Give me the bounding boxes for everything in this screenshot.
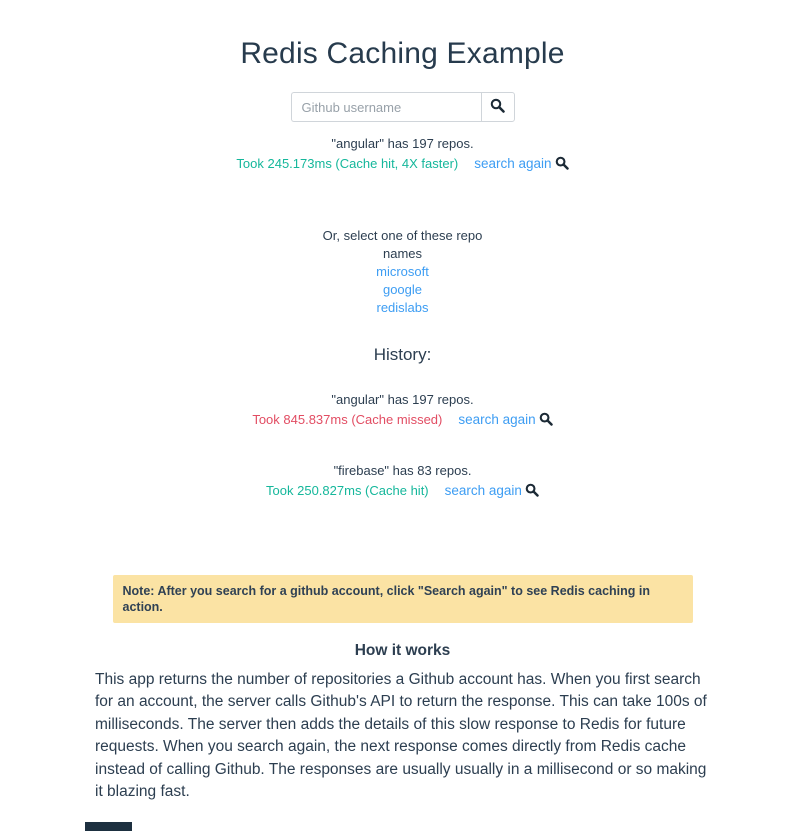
current-search-result: "angular" has 197 repos. Took 245.173ms … [0,135,805,175]
history-heading: History: [373,345,432,364]
result-summary: "firebase" has 83 repos. [333,463,472,478]
search-icon [539,412,553,429]
page-title: Redis Caching Example [240,37,565,70]
search-icon [525,483,539,500]
search-again-link[interactable]: search again [458,412,553,429]
search-button[interactable] [480,92,515,122]
repo-suggestions: Or, select one of these repo names micro… [0,227,805,317]
result-summary: "angular" has 197 repos. [331,136,474,151]
history-item: "angular" has 197 repos. Took 845.837ms … [0,391,805,431]
search-input[interactable] [290,92,481,122]
suggestions-prompt: Or, select one of these repo names [322,228,483,261]
repo-link-google[interactable]: google [382,282,423,297]
search-again-link[interactable]: search again [474,156,569,173]
redis-caching-page: Redis Caching Example "angular" has 197 … [0,36,805,831]
search-input-group [290,92,515,122]
how-it-works-body: This app returns the number of repositor… [95,671,707,801]
timing-text: Took 250.827ms (Cache hit) [266,483,429,498]
timing-text: Took 245.173ms (Cache hit, 4X faster) [236,156,459,171]
cutoff-footer-bar [85,822,132,831]
search-again-link[interactable]: search again [445,483,539,498]
search-icon [555,156,569,173]
how-it-works-heading: How it works [354,642,451,659]
repo-link-microsoft[interactable]: microsoft [376,264,429,279]
result-summary: "angular" has 197 repos. [331,392,474,407]
note-banner: Note: After you search for a github acco… [112,575,693,623]
result-meta: Took 845.837ms (Cache missed) search agai… [0,411,805,431]
result-meta: Took 250.827ms (Cache hit) search again [0,482,805,502]
search-form [0,92,805,122]
result-meta: Took 245.173ms (Cache hit, 4X faster) sea… [0,155,805,175]
repo-link-redislabs[interactable]: redislabs [376,300,429,315]
timing-text: Took 845.837ms (Cache missed) [252,412,443,427]
history-item: "firebase" has 83 repos. Took 250.827ms … [0,462,805,502]
search-icon [490,98,505,116]
